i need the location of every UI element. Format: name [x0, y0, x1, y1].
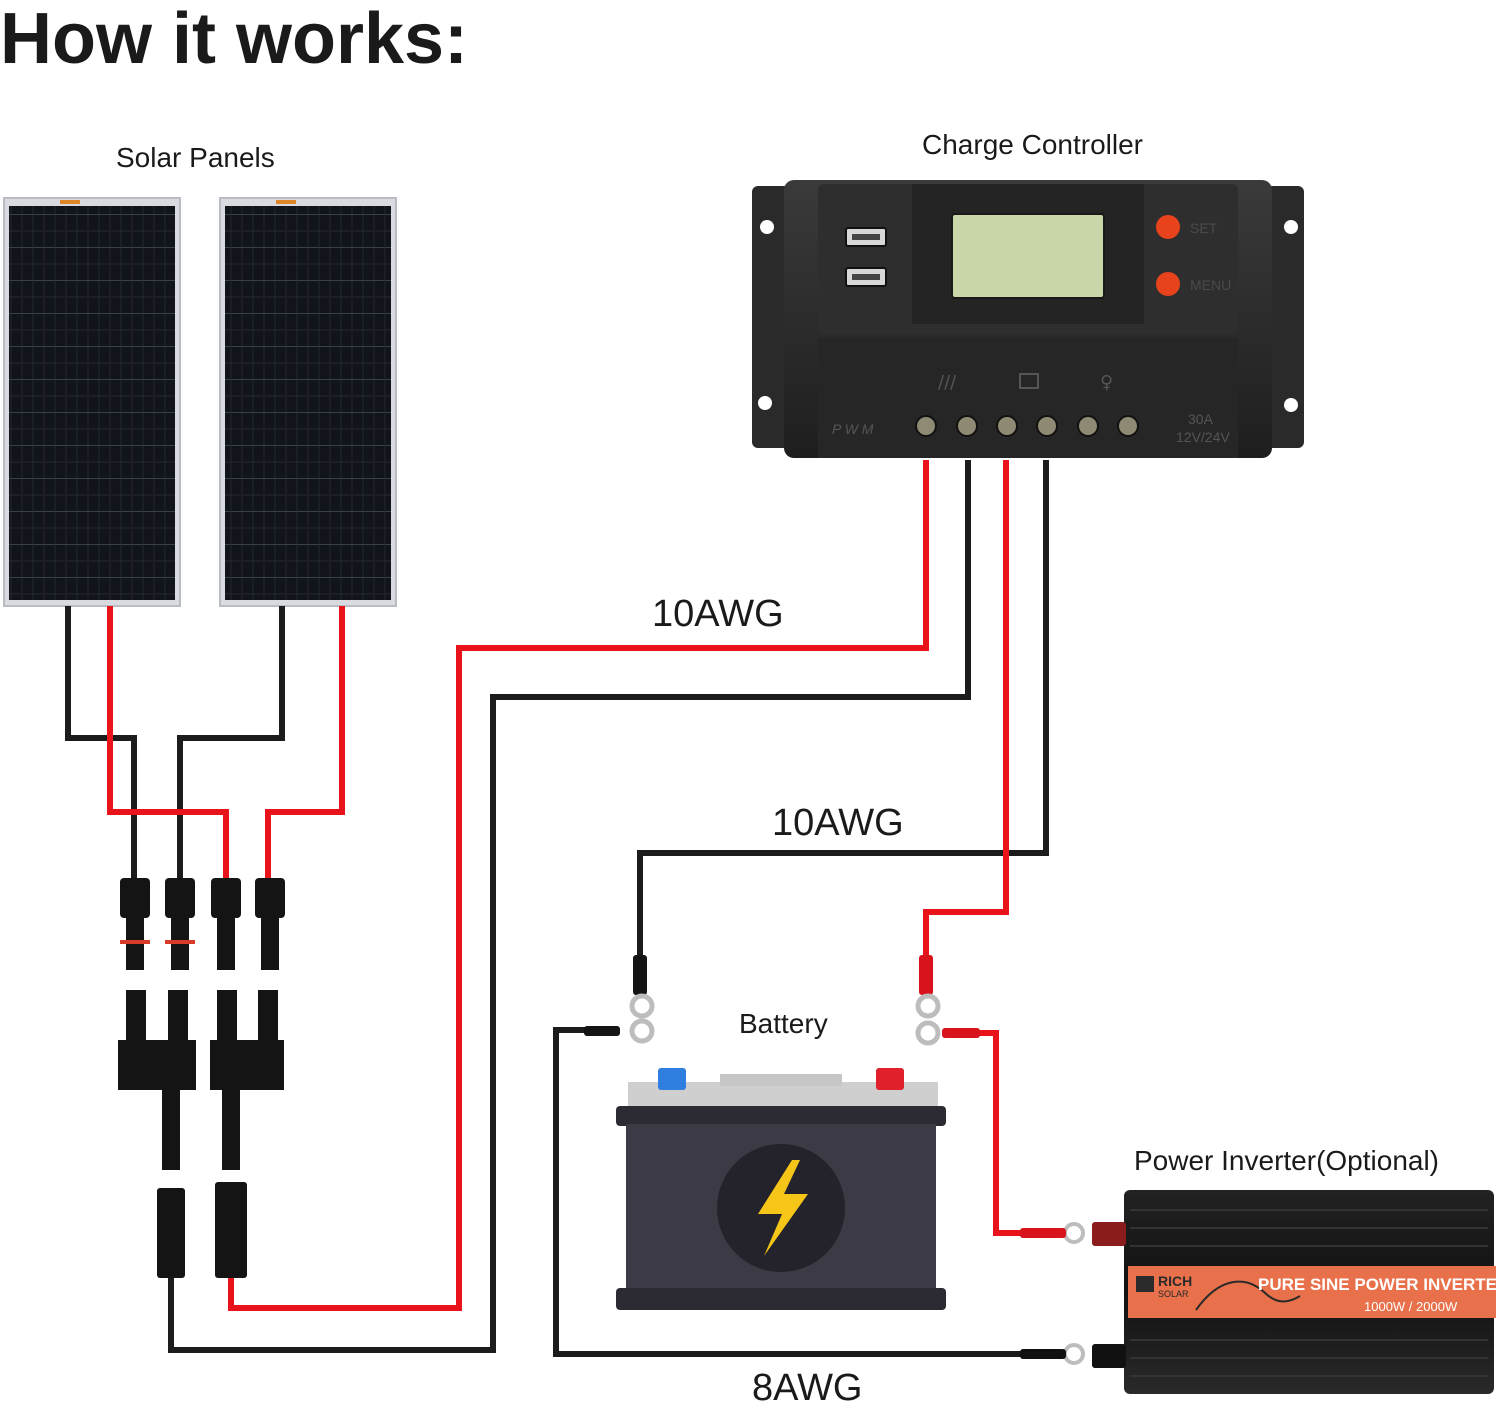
lcd-screen [951, 213, 1105, 299]
menu-button [1156, 272, 1180, 296]
mc4-connectors [120, 878, 285, 970]
y-branch-connectors [118, 990, 284, 1278]
solar-panels-label: Solar Panels [116, 142, 275, 173]
pwm-label: P W M [832, 421, 874, 437]
solar-to-controller-cables [168, 460, 971, 1353]
inverter-wire-gauge-label: 8AWG [752, 1367, 863, 1405]
inverter-product-name: PURE SINE POWER INVERTER [1258, 1275, 1500, 1294]
lightning-icon [758, 1160, 808, 1256]
inverter-power-rating: 1000W / 2000W [1364, 1299, 1458, 1314]
solar-panel-left [3, 197, 181, 607]
battery-wire-gauge-label: 10AWG [772, 802, 904, 844]
power-inverter: RICH SOLAR PURE SINE POWER INVERTER 1000… [1020, 1190, 1500, 1394]
page-title: How it works: [0, 0, 468, 79]
bulb-icon: ♀ [1100, 372, 1113, 393]
brand-line-2: SOLAR [1158, 1289, 1189, 1299]
battery-ring-terminals [584, 955, 980, 1046]
inverter-label: Power Inverter(Optional) [1134, 1145, 1439, 1176]
battery-label: Battery [739, 1008, 828, 1039]
solar-icon: /// [938, 372, 957, 393]
charge-controller-label: Charge Controller [922, 129, 1143, 160]
menu-button-label: MENU [1190, 277, 1231, 293]
solar-panel-right [219, 197, 397, 607]
usb-port-icon [845, 227, 887, 287]
set-button [1156, 215, 1180, 239]
battery-icon [1019, 373, 1039, 389]
solar-wire-gauge-label: 10AWG [652, 593, 784, 635]
battery-to-inverter-cables [553, 1027, 1028, 1357]
brand-line-1: RICH [1158, 1273, 1192, 1289]
rating-line-1: 30A [1188, 411, 1214, 427]
battery [616, 1068, 946, 1310]
controller-to-battery-cables [637, 460, 1049, 958]
controller-terminals [915, 415, 1139, 437]
set-button-label: SET [1190, 220, 1218, 236]
panel-leads [65, 606, 345, 880]
charge-controller: SET MENU P W M 30A 12V/24V /// ♀ [752, 180, 1304, 458]
rating-line-2: 12V/24V [1176, 429, 1230, 445]
